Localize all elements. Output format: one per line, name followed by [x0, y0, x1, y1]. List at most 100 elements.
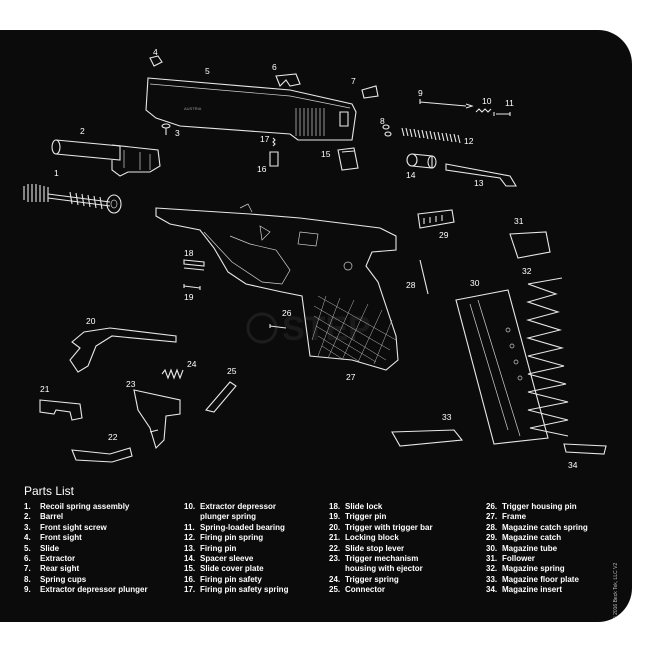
part-name: Magazine catch spring — [502, 522, 588, 532]
part-name: Magazine catch — [502, 533, 562, 543]
callout-9: 9 — [418, 88, 423, 98]
parts-list-item: 8.Spring cups — [24, 575, 148, 585]
part-number: 10. — [184, 502, 196, 511]
part-number: 30. — [486, 543, 498, 553]
locking-block-drawing — [39, 399, 83, 421]
parts-list-item: 4.Front sight — [24, 533, 148, 543]
part-number: 1. — [24, 502, 31, 511]
parts-list-item: 9.Extractor depressor plunger — [24, 585, 148, 595]
spring-loaded-bearing-drawing — [493, 112, 511, 116]
front-sight-screw-drawing — [161, 123, 171, 135]
part-name: Connector — [345, 585, 385, 595]
parts-list-item: 29.Magazine catch — [486, 533, 588, 543]
part-name: Trigger pin — [345, 512, 387, 522]
part-name-continued: plunger spring — [200, 512, 256, 522]
parts-list-item: 33.Magazine floor plate — [486, 575, 588, 585]
part-number: 19. — [329, 512, 341, 522]
callout-25: 25 — [227, 366, 237, 376]
part-name: Trigger with trigger bar — [345, 522, 433, 532]
callout-21: 21 — [40, 384, 50, 394]
callout-27: 27 — [346, 372, 356, 382]
magazine-tube-drawing — [455, 289, 549, 445]
frame-drawing — [155, 203, 399, 371]
part-name: Slide stop lever — [345, 543, 405, 553]
part-number: 33. — [486, 574, 498, 584]
slide-cover-plate-drawing — [337, 147, 359, 171]
part-name: Slide lock — [345, 502, 383, 511]
parts-list-item: 23.Trigger mechanism — [329, 554, 433, 564]
parts-list-item: 20.Trigger with trigger bar — [329, 523, 433, 533]
part-number: 25. — [329, 585, 341, 595]
part-number: 13. — [184, 543, 196, 553]
part-number: 11. — [184, 522, 195, 532]
part-name: Front sight screw — [40, 522, 107, 532]
parts-list-item: 6.Extractor — [24, 554, 148, 564]
callout-22: 22 — [108, 432, 118, 442]
part-number: 23. — [329, 554, 341, 564]
callout-20: 20 — [86, 316, 96, 326]
part-number: 9. — [24, 585, 31, 595]
callout-8: 8 — [380, 116, 385, 126]
front-sight-drawing — [149, 55, 163, 67]
callout-32: 32 — [522, 266, 532, 276]
part-number: 34. — [486, 585, 498, 595]
part-name: Spring-loaded bearing — [200, 522, 285, 532]
part-number: 12. — [184, 533, 196, 543]
parts-list-item: 18.Slide lock — [329, 502, 433, 512]
part-name: Front sight — [40, 533, 82, 543]
callout-5: 5 — [205, 66, 210, 76]
callout-31: 31 — [514, 216, 524, 226]
callout-1: 1 — [54, 168, 59, 178]
spring-cups-drawing — [382, 124, 392, 137]
callout-4: 4 — [153, 47, 158, 57]
callout-29: 29 — [439, 230, 449, 240]
callout-28: 28 — [406, 280, 416, 290]
part-name: Magazine spring — [502, 564, 565, 574]
parts-list-item: 19. Trigger pin — [329, 512, 433, 522]
part-number: 27. — [486, 512, 498, 522]
extractor-depressor-plunger-drawing — [419, 99, 474, 109]
part-number: 6. — [24, 554, 31, 564]
parts-list-item: 31.Follower — [486, 554, 588, 564]
parts-list-item: 32. Magazine spring — [486, 564, 588, 574]
rear-sight-drawing — [361, 85, 379, 99]
part-number: 15. — [184, 564, 196, 574]
parts-list-item: 14.Spacer sleeve — [184, 554, 288, 564]
part-name: Firing pin safety — [200, 574, 262, 584]
callout-19: 19 — [184, 292, 194, 302]
parts-list-item: 24.Trigger spring — [329, 575, 433, 585]
part-name: Trigger housing pin — [502, 502, 577, 511]
parts-list-title: Parts List — [24, 484, 75, 498]
parts-list-item: 11. Spring-loaded bearing — [184, 523, 288, 533]
part-number: 7. — [24, 564, 31, 574]
callout-17: 17 — [260, 134, 270, 144]
part-number: 5. — [24, 543, 31, 553]
parts-list-item: 13.Firing pin — [184, 544, 288, 554]
parts-list-item: 25. Connector — [329, 585, 433, 595]
part-name-continued: housing with ejector — [345, 564, 423, 574]
spacer-sleeve-drawing — [406, 153, 437, 169]
part-name: Frame — [502, 512, 527, 522]
trigger-pin-drawing — [183, 284, 201, 290]
parts-list-item: 22.Slide stop lever — [329, 544, 433, 554]
parts-list-item: 26.Trigger housing pin — [486, 502, 588, 512]
part-number: 21. — [329, 533, 341, 543]
parts-list-item: 28.Magazine catch spring — [486, 523, 588, 533]
parts-list-item: 15.Slide cover plate — [184, 564, 288, 574]
part-name: Extractor depressor — [200, 502, 277, 511]
recoil-spring-assembly-drawing — [23, 184, 122, 214]
parts-list-item: 17.Firing pin safety spring — [184, 585, 288, 595]
firing-pin-spring-drawing — [401, 127, 461, 144]
parts-list-item: 1.Recoil spring assembly — [24, 502, 148, 512]
part-number: 14. — [184, 554, 196, 564]
part-number: 32. — [486, 564, 498, 574]
parts-list-item: 2.Barrel — [24, 512, 148, 522]
watermark-logo: STEP — [246, 310, 371, 348]
part-name: Spring cups — [40, 574, 87, 584]
trigger-housing-pin-drawing — [269, 324, 287, 329]
callout-10: 10 — [482, 96, 492, 106]
part-name: Magazine insert — [502, 585, 563, 595]
parts-list-item: 5.Slide — [24, 544, 148, 554]
